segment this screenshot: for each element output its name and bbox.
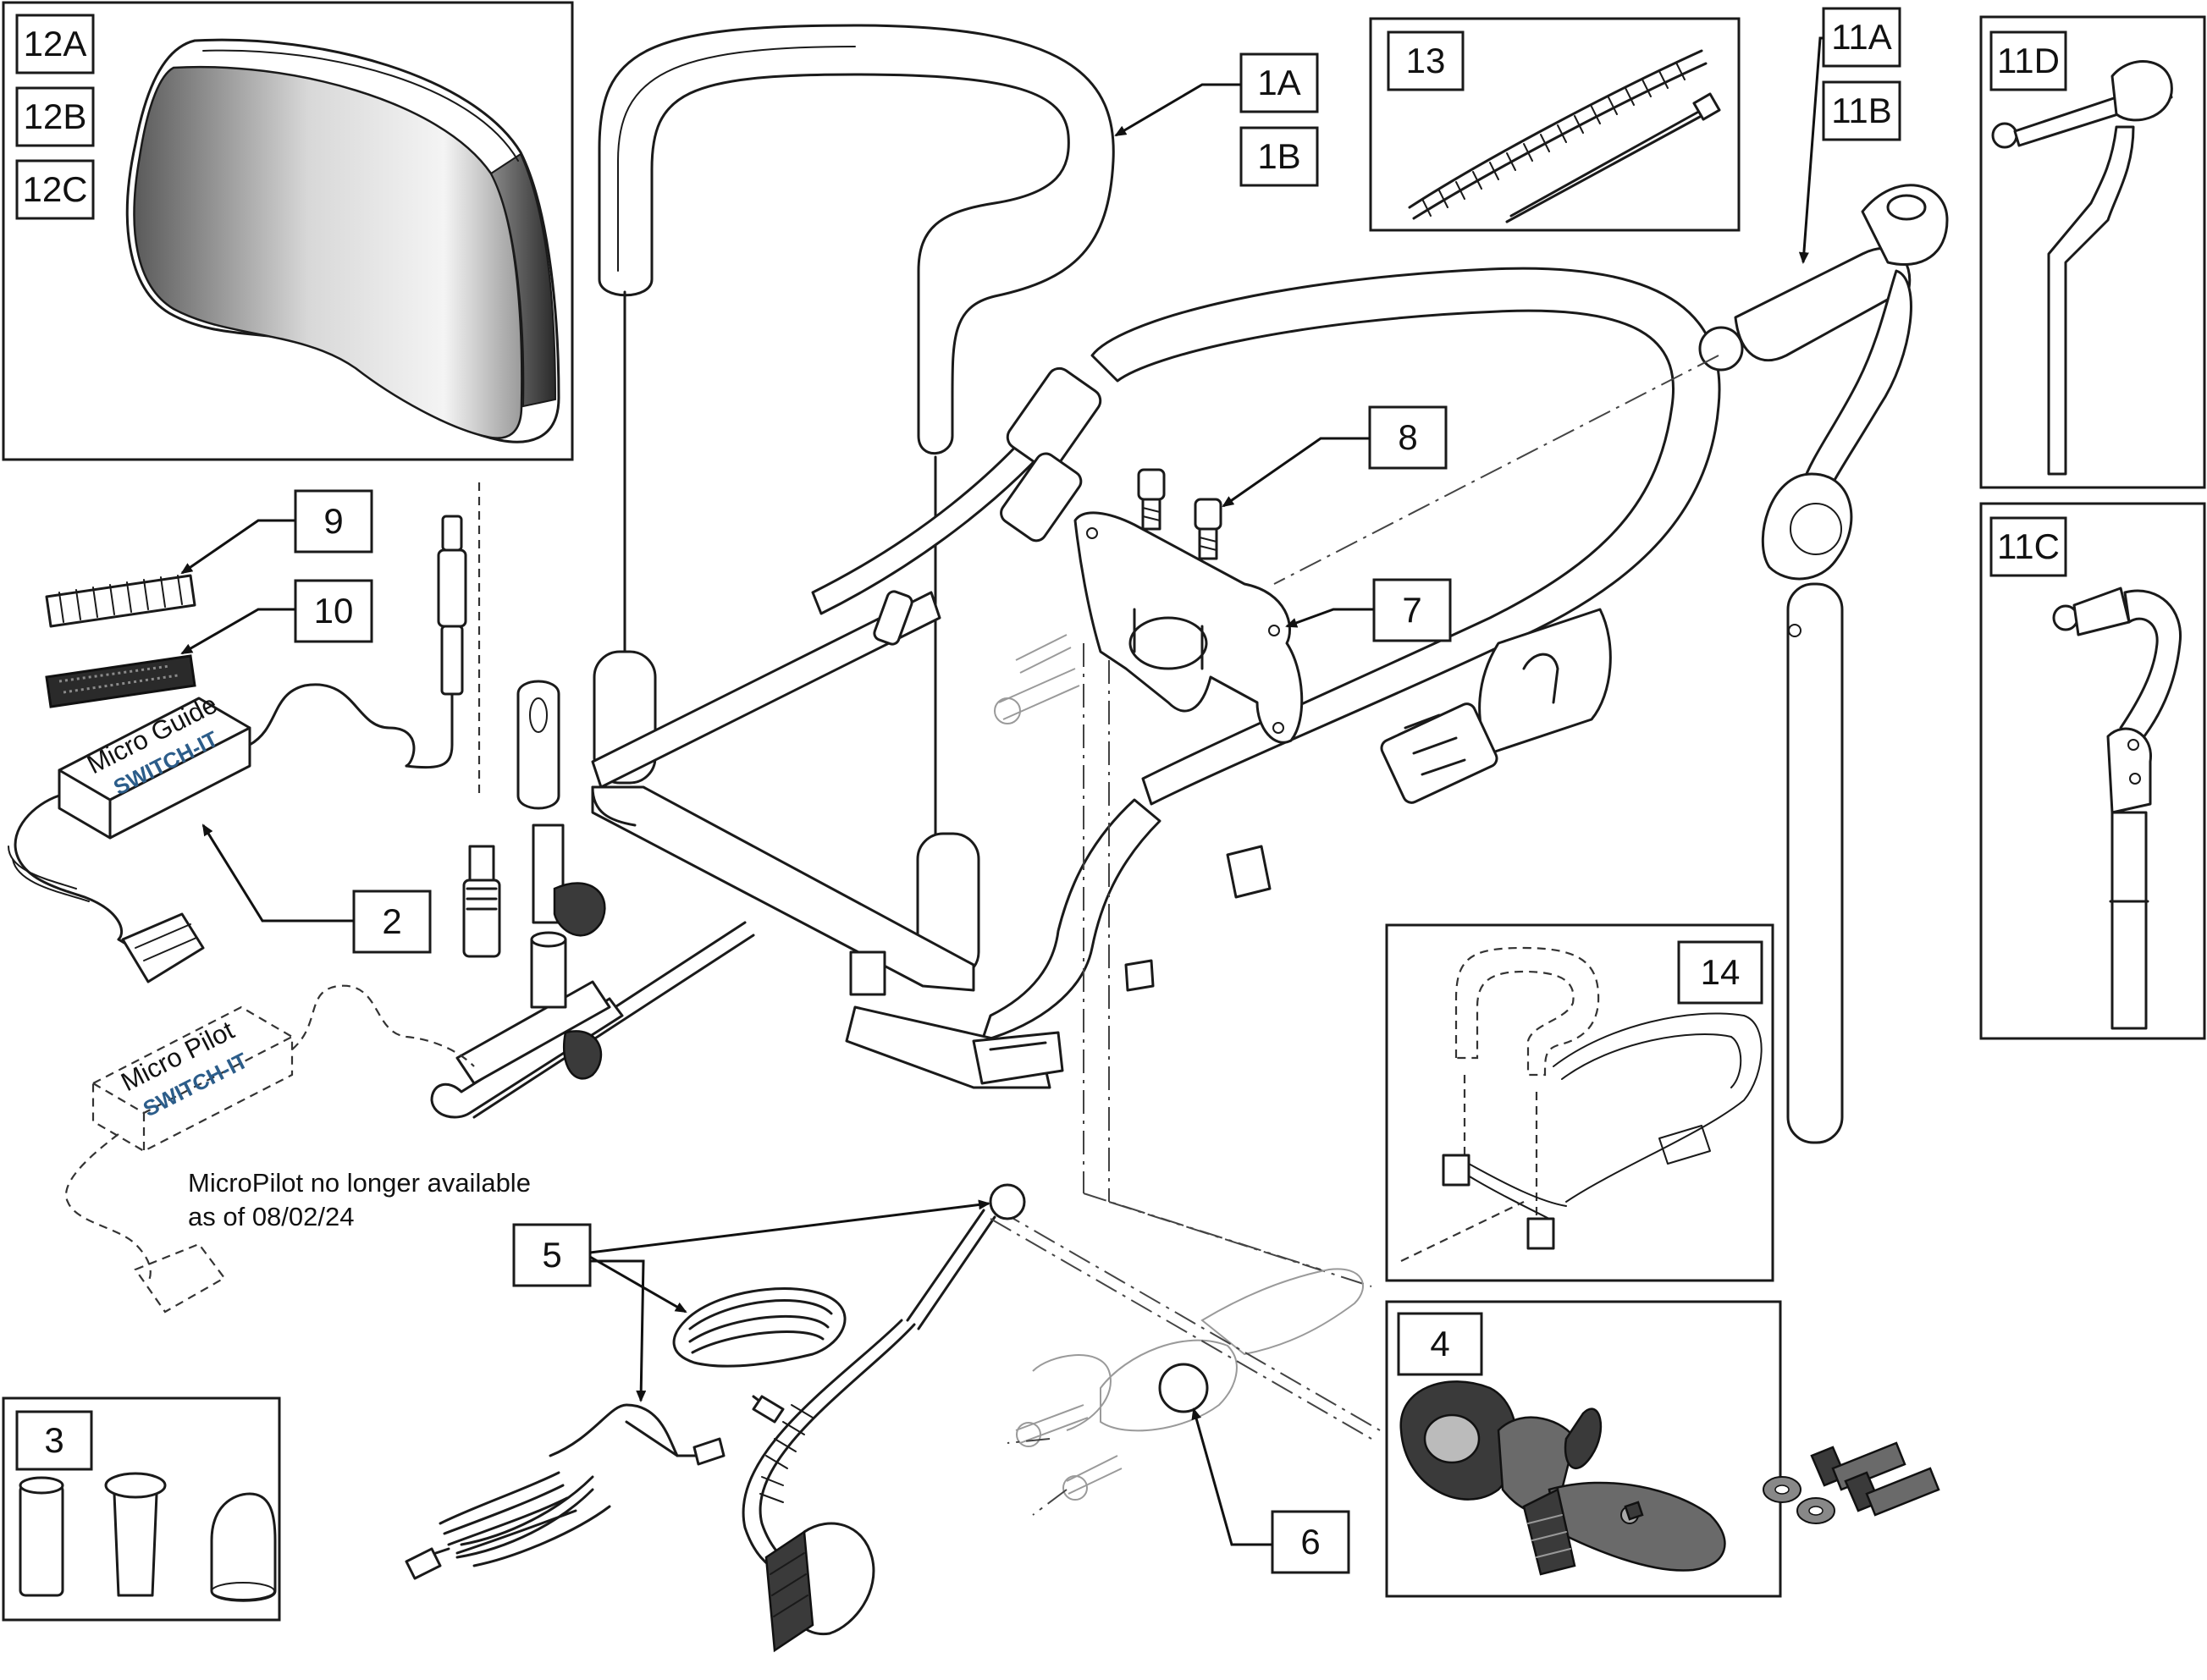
part-7-mount-plate	[1073, 511, 1304, 744]
chest-strap	[811, 267, 1721, 1089]
svg-text:1B: 1B	[1257, 136, 1300, 176]
part-10-hook-loop-strip	[45, 654, 196, 708]
spiral-wrap	[1408, 49, 1708, 220]
svg-text:4: 4	[1430, 1324, 1449, 1363]
ghost-mount-assembly	[998, 643, 1381, 1516]
svg-text:10: 10	[314, 591, 354, 631]
assembly-outline	[1400, 946, 1763, 1262]
svg-text:5: 5	[542, 1235, 561, 1275]
callout-11D: 11D	[1989, 30, 2067, 91]
coiled-cable	[672, 1287, 847, 1424]
callout-4: 4	[1397, 1312, 1483, 1376]
micro-pilot-device: Micro Pilot SWITCH-IT	[65, 984, 475, 1314]
callout-11C: 11C	[1989, 516, 2067, 577]
callout-8: 8	[1368, 405, 1448, 470]
part-13-panel: 13	[1369, 17, 1741, 232]
callout-6: 6	[1271, 1510, 1350, 1574]
mount-plate-ghost-screws	[994, 634, 1080, 724]
svg-text:12A: 12A	[24, 24, 87, 63]
clamp-bolts-washers	[1763, 1441, 1940, 1524]
part-5-switch-cables	[405, 1183, 1372, 1653]
callout-10: 10	[294, 579, 373, 643]
micropilot-discontinued-note: MicroPilot no longer available as of 08/…	[188, 1168, 531, 1231]
mounting-hardware	[430, 680, 755, 1119]
callout-9: 9	[294, 489, 373, 554]
svg-text:3: 3	[44, 1420, 63, 1460]
mic-gooseneck	[742, 1183, 1026, 1653]
svg-text:11A: 11A	[1831, 17, 1892, 57]
callout-3: 3	[15, 1410, 93, 1471]
svg-text:11C: 11C	[1997, 526, 2060, 566]
svg-text:MicroPilot no longer available: MicroPilot no longer available	[188, 1168, 531, 1198]
part-9-label-strip	[45, 574, 196, 628]
part-14-panel: 14	[1385, 923, 1774, 1282]
callout-1A: 1A	[1239, 52, 1319, 113]
svg-text:14: 14	[1701, 952, 1741, 992]
callout-12A: 12A	[15, 14, 95, 74]
svg-text:7: 7	[1402, 590, 1421, 630]
callout-11A: 11A	[1822, 7, 1901, 68]
callout-2: 2	[352, 890, 432, 954]
svg-text:12B: 12B	[24, 96, 87, 136]
callout-13: 13	[1387, 30, 1465, 91]
switch-cable-jack	[405, 482, 501, 958]
svg-text:13: 13	[1406, 41, 1446, 80]
part-11C-panel: 11C	[1979, 502, 2206, 1040]
callout-5: 5	[512, 1223, 592, 1287]
svg-text:8: 8	[1398, 417, 1417, 457]
svg-text:11B: 11B	[1831, 91, 1892, 130]
svg-text:1A: 1A	[1257, 63, 1300, 102]
callout-14: 14	[1677, 940, 1763, 1005]
svg-text:2: 2	[382, 901, 401, 941]
callout-12B: 12B	[15, 86, 95, 147]
callout-7: 7	[1372, 578, 1452, 642]
callout-12C: 12C	[15, 159, 95, 220]
svg-text:6: 6	[1300, 1522, 1320, 1562]
part-4-panel: 4	[1385, 1300, 1940, 1598]
part-11D-panel: 11D	[1979, 15, 2206, 489]
svg-text:as of 08/02/24: as of 08/02/24	[188, 1202, 355, 1231]
part-3-panel: 3	[2, 1396, 281, 1622]
part-8-screws	[1137, 468, 1222, 560]
callout-11B: 11B	[1822, 80, 1901, 141]
callout-1B: 1B	[1239, 126, 1319, 187]
clamp-part-4	[1399, 1380, 1726, 1576]
svg-text:11D: 11D	[1997, 41, 2060, 80]
arm-11C	[2052, 587, 2182, 1030]
swing-away-mount-arm	[1698, 184, 1949, 1144]
svg-text:12C: 12C	[22, 169, 87, 209]
coiled-cable-long	[405, 1403, 726, 1580]
head-frame	[591, 24, 1115, 992]
arm-11D	[1991, 60, 2173, 476]
cable-tie	[1505, 92, 1721, 223]
head-pad	[125, 38, 560, 443]
head-pad-panel: 12A 12B 12C	[2, 1, 574, 461]
caps-part-3	[19, 1472, 277, 1602]
svg-text:9: 9	[323, 501, 343, 541]
